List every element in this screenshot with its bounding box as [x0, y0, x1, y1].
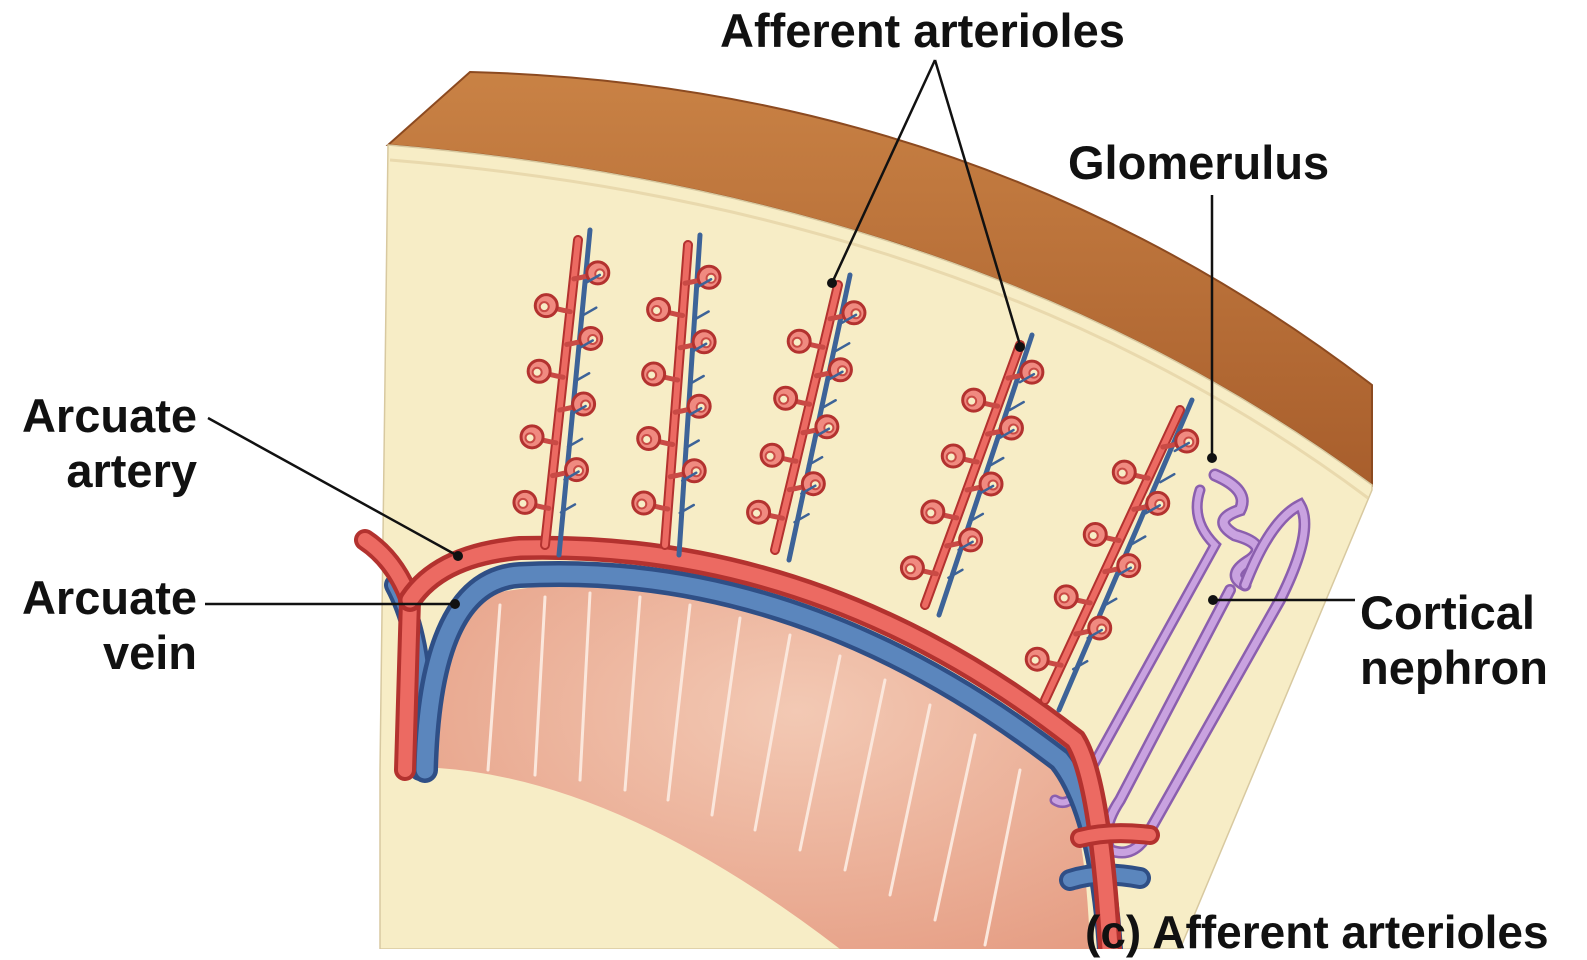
figure-caption: (c) Afferent arterioles [1085, 905, 1549, 960]
label-arcuate-artery-line1: Arcuate [10, 388, 197, 443]
label-cortical-nephron-line2: nephron [1360, 640, 1548, 695]
label-arcuate-vein-line2: vein [10, 625, 197, 680]
label-afferent-arterioles: Afferent arterioles [720, 3, 1125, 58]
label-glomerulus: Glomerulus [1068, 135, 1329, 190]
label-arcuate-artery: Arcuate artery [10, 388, 197, 498]
label-arcuate-artery-line2: artery [10, 443, 197, 498]
label-arcuate-vein: Arcuate vein [10, 570, 197, 680]
label-arcuate-vein-line1: Arcuate [10, 570, 197, 625]
label-cortical-nephron: Cortical nephron [1360, 585, 1548, 695]
label-cortical-nephron-line1: Cortical [1360, 585, 1548, 640]
